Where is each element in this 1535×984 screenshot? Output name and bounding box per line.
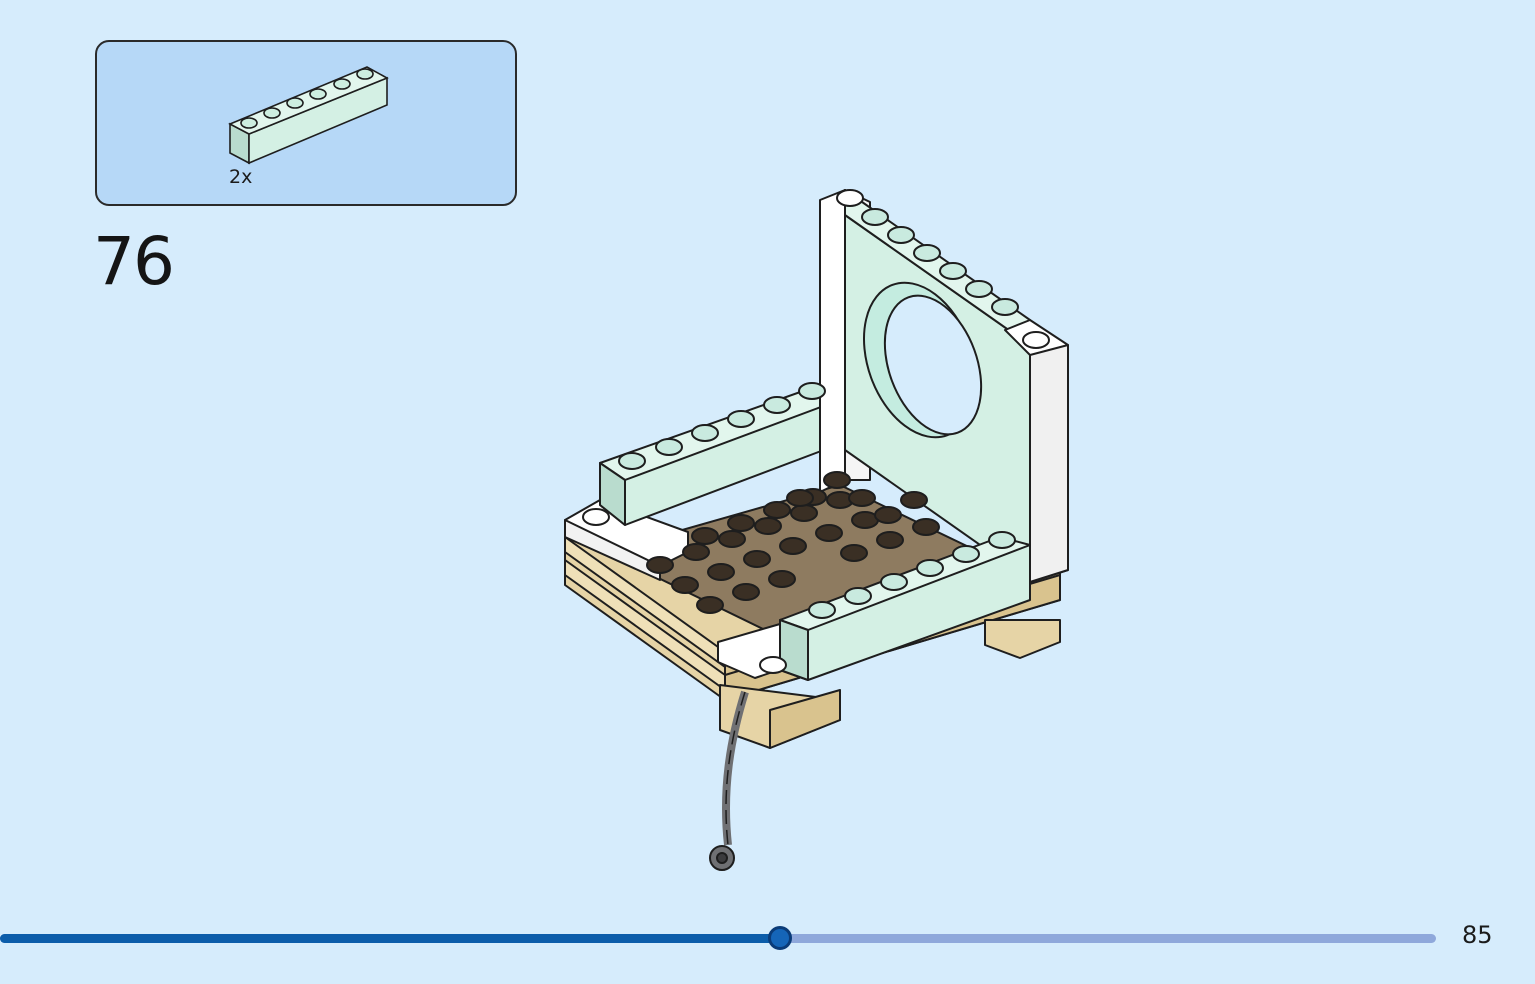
page-number: 85 <box>1462 921 1493 949</box>
part-quantity: 2x <box>229 166 253 188</box>
parts-callout: 2x <box>95 40 517 206</box>
progress-knob <box>768 926 792 950</box>
progress-fill <box>0 934 780 943</box>
brick-1x6-icon <box>228 66 389 165</box>
progress-bar <box>0 926 1436 950</box>
lego-model-assembly-icon <box>564 189 1069 871</box>
step-number: 76 <box>93 223 175 300</box>
